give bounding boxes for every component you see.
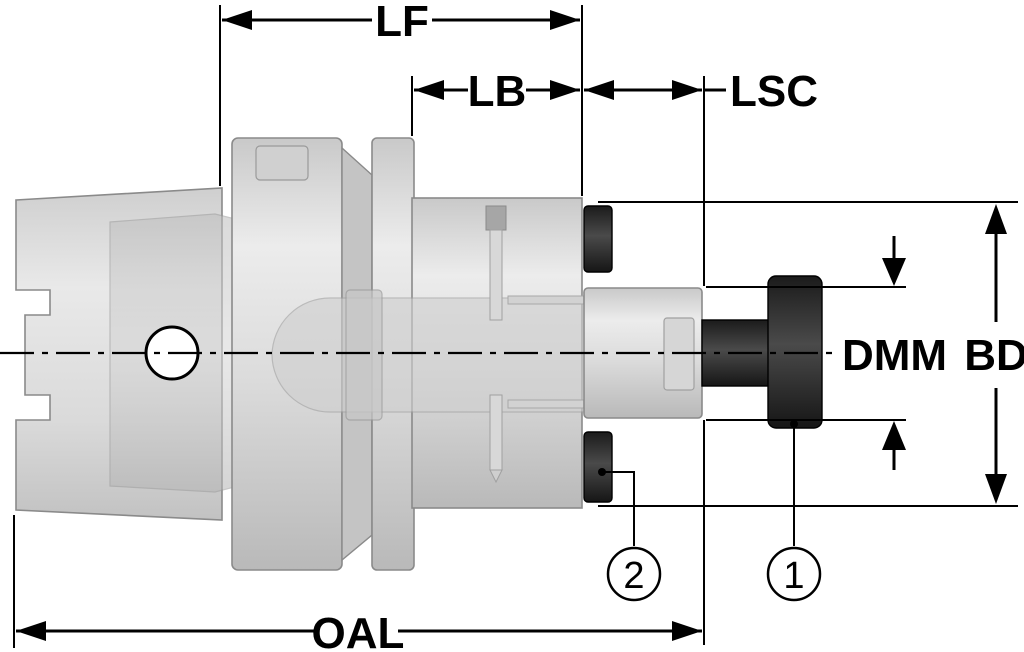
coolant-pin-tip [489, 469, 503, 484]
arrow-icon [882, 258, 906, 286]
internal-screw [345, 289, 383, 421]
label-lb: LB [468, 67, 527, 116]
arrow-icon [414, 80, 444, 100]
callout-2: 2 [606, 546, 662, 602]
label-lsc: LSC [730, 67, 818, 116]
arrow-icon [16, 621, 46, 641]
dimension-lines [13, 5, 1018, 648]
label-lf: LF [375, 0, 429, 46]
flange-notch [255, 145, 309, 181]
arrow-icon [672, 621, 702, 641]
label-dmm: DMM [842, 331, 947, 380]
arrow-icon [550, 10, 580, 30]
callout-1: 1 [766, 546, 822, 602]
coolant-pin-bottom [489, 394, 503, 471]
callout-2-number: 2 [623, 555, 644, 597]
leader-item2 [602, 471, 635, 546]
drive-key-top [583, 205, 613, 273]
arrow-icon [882, 421, 906, 450]
arrow-icon [672, 80, 702, 100]
label-oal: OAL [312, 609, 405, 652]
coolant-pin-top [489, 229, 503, 321]
internal-slot-lower [507, 399, 585, 409]
internal-bore [271, 297, 586, 413]
label-bd: BD [964, 331, 1024, 380]
leader-dot [790, 420, 798, 428]
callout-1-number: 1 [783, 555, 804, 597]
arrow-icon [584, 80, 614, 100]
circled-number-icon [606, 546, 662, 602]
arrow-icon [985, 204, 1007, 234]
leader-dot [598, 468, 606, 476]
coolant-channel-top [485, 205, 507, 231]
arrow-icon [985, 474, 1007, 504]
drive-key-bottom [583, 431, 613, 503]
internal-slot-upper [507, 295, 585, 305]
circled-number-icon [766, 546, 822, 602]
arrow-icon [222, 10, 252, 30]
arrow-icon [550, 80, 580, 100]
